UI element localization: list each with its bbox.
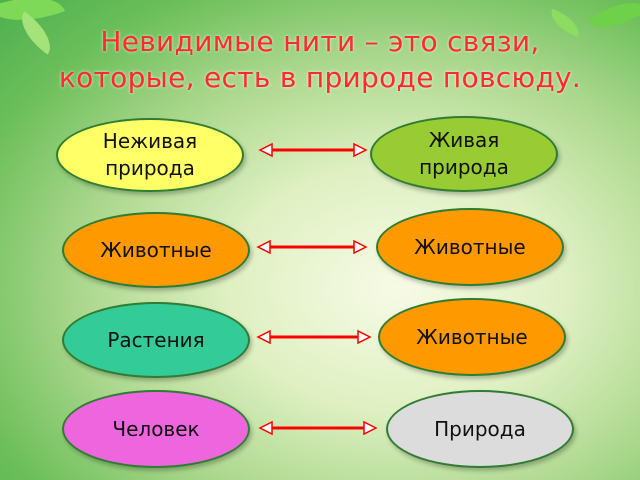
double-arrow-icon [258,420,378,436]
oval-label: Природа [434,416,526,441]
oval-right-3: Животные [378,298,566,376]
double-arrow-icon [256,239,368,255]
oval-label: Растения [107,327,205,352]
double-arrow-icon [258,142,368,158]
oval-left-4: Человек [62,390,250,468]
oval-left-1: Неживая природа [56,118,244,192]
title-line-1: Невидимые нити – это связи, [100,25,540,58]
oval-left-2: Животные [62,212,250,288]
title-line-2: которые, есть в природе повсюду. [58,61,582,94]
oval-right-1: Живая природа [370,116,558,192]
double-arrow-icon [256,329,372,345]
oval-label: Живая природа [419,128,509,179]
oval-label: Неживая природа [102,129,198,180]
oval-left-3: Растения [62,302,250,378]
oval-label: Животные [416,324,528,349]
page-title: Невидимые нити – это связи, которые, ест… [10,24,630,96]
oval-label: Животные [100,237,212,262]
oval-right-4: Природа [386,390,574,468]
oval-label: Человек [112,416,200,441]
oval-right-2: Животные [376,208,564,286]
oval-label: Животные [414,234,526,259]
